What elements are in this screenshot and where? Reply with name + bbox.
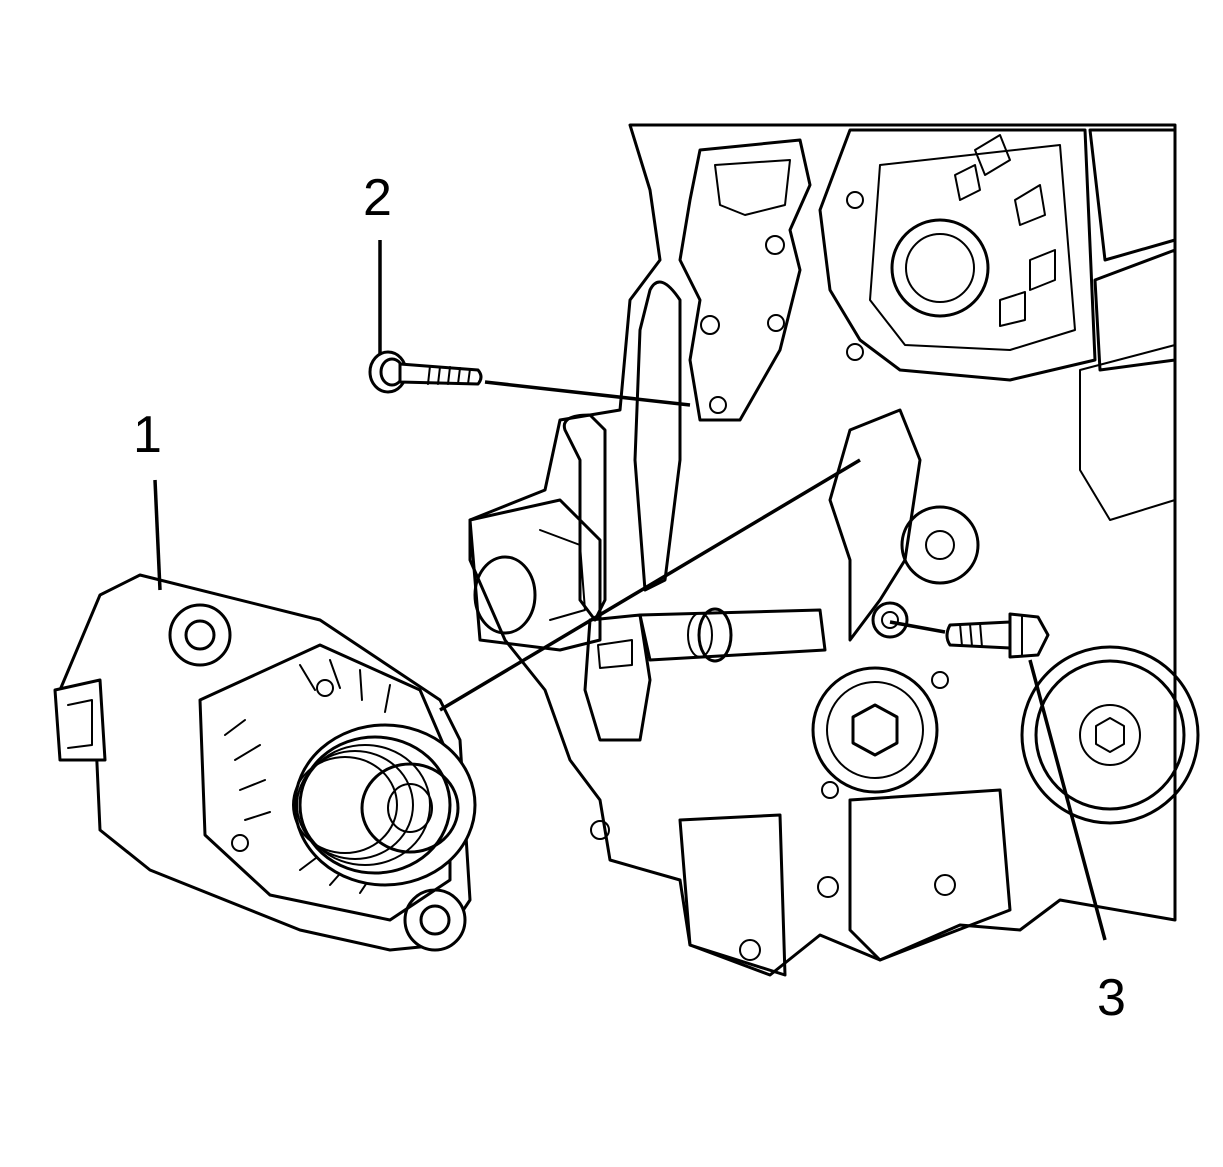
callout-3-leader	[1028, 659, 1107, 941]
callout-number-2: 2	[363, 169, 392, 227]
leader-lines	[153, 240, 1107, 941]
install-line-alternator	[439, 458, 861, 712]
install-line-upper-bolt	[484, 380, 691, 407]
callout-number-1: 1	[133, 406, 162, 464]
lower-bolt	[945, 612, 1050, 659]
callout-1-leader	[153, 479, 162, 591]
callout-number-3: 3	[1097, 969, 1126, 1027]
engine-assembly	[468, 123, 1200, 977]
upper-bolt	[368, 350, 483, 394]
install-line-lower-bolt	[889, 620, 946, 634]
alternator	[53, 573, 477, 952]
